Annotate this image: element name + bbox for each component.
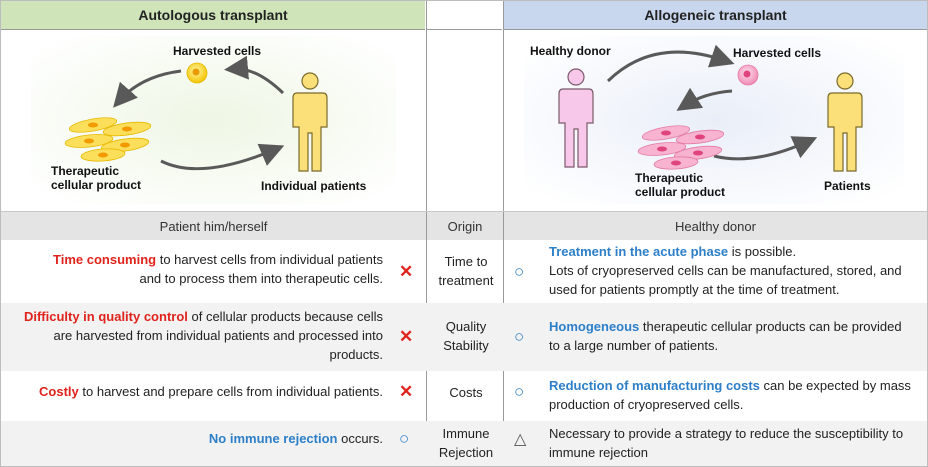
- therapeutic-cells-yellow-icon: [64, 117, 152, 162]
- middle-header: [427, 1, 502, 30]
- row2-criterion: Quality Stability: [429, 317, 503, 355]
- origin-label: Origin: [447, 218, 483, 234]
- autologous-therapeutic-label-2: cellular product: [51, 178, 142, 192]
- row4-right-line1: Necessary to provide a strategy to reduc…: [549, 426, 904, 441]
- autologous-patients-label: Individual patients: [261, 179, 367, 193]
- row4-right-line2: immune rejection: [549, 445, 648, 460]
- cross-mark-icon: ✕: [399, 382, 414, 401]
- row2-right-rest: therapeutic cellular products can be pro…: [639, 319, 902, 334]
- row3-left-rest: to harvest and prepare cells from indivi…: [78, 384, 383, 399]
- row4-criterion-line1: Immune: [442, 426, 490, 441]
- origin-row-left-bg: [1, 212, 426, 240]
- row3-right-highlight: Reduction of manufacturing costs: [549, 378, 760, 393]
- row1-right-text: Treatment in the acute phase is possible…: [549, 242, 924, 299]
- origin-right: Healthy donor: [675, 218, 756, 234]
- row4-criterion-line2: Rejection: [438, 445, 494, 460]
- row1-left-rest: to harvest cells from individual patient…: [156, 252, 383, 267]
- row2-left-rest: of cellular products because cells: [187, 309, 384, 324]
- row1-right-highlight: Treatment in the acute phase: [549, 244, 729, 259]
- autologous-header: Autologous transplant: [1, 1, 425, 30]
- cell-pink-icon: [737, 64, 759, 86]
- row1-criterion-line2: treatment: [438, 273, 494, 288]
- row3-right-text: Reduction of manufacturing costs can be …: [549, 376, 924, 414]
- autologous-harvested-label: Harvested cells: [173, 44, 262, 58]
- origin-row-right-bg: [504, 212, 927, 240]
- separator: [1, 211, 927, 212]
- allogeneic-therapeutic-label-2: cellular product: [635, 185, 726, 199]
- row2-right-highlight: Homogeneous: [549, 319, 640, 334]
- cross-mark-icon: ✕: [399, 262, 414, 281]
- circle-mark-icon: ○: [514, 327, 525, 346]
- allogeneic-harvested-label: Harvested cells: [733, 46, 822, 60]
- allogeneic-header: Allogeneic transplant: [504, 1, 927, 30]
- cross-mark-icon: ✕: [399, 327, 414, 346]
- row2-left-text: Difficulty in quality control of cellula…: [1, 307, 383, 364]
- row1-left-line2: and to process them into therapeutic cel…: [139, 271, 383, 286]
- column-divider-left: [426, 1, 427, 466]
- allogeneic-donor-label: Healthy donor: [530, 44, 611, 58]
- origin-row-mid-bg: [427, 212, 503, 240]
- row4-criterion: Immune Rejection: [429, 424, 503, 462]
- row3-left-text: Costly to harvest and prepare cells from…: [1, 382, 383, 401]
- row3-right-rest: can be expected by mass: [759, 378, 911, 393]
- row2-left-line3: products.: [329, 347, 383, 362]
- row4-left-text: No immune rejection occurs.: [1, 429, 383, 448]
- row2-right-line2: to a large number of patients.: [549, 338, 719, 353]
- row3-criterion: Costs: [429, 383, 503, 402]
- allogeneic-illustration: Healthy donor Harvested cells Therapeuti…: [504, 31, 927, 211]
- column-divider-right: [503, 1, 504, 466]
- person-pink-icon: [558, 68, 594, 168]
- row1-criterion-line1: Time to: [444, 254, 488, 269]
- autologous-therapeutic-label-1: Therapeutic: [51, 164, 120, 178]
- origin-left: Patient him/herself: [159, 218, 268, 234]
- cell-yellow-icon: [186, 62, 208, 84]
- autologous-illustration: Harvested cells Therapeutic cellular pro…: [1, 31, 425, 211]
- allogeneic-title: Allogeneic transplant: [644, 7, 787, 23]
- circle-mark-icon: ○: [514, 262, 525, 281]
- row1-right-line3: used for patients promptly at the time o…: [549, 282, 840, 297]
- autologous-title: Autologous transplant: [138, 7, 288, 23]
- row-costs: Costly to harvest and prepare cells from…: [1, 372, 927, 420]
- row4-right-text: Necessary to provide a strategy to reduc…: [549, 424, 924, 462]
- therapeutic-cells-pink-icon: [637, 125, 725, 170]
- row2-criterion-line1: Quality: [445, 319, 487, 334]
- allogeneic-patients-label: Patients: [824, 179, 871, 193]
- person-yellow-icon: [827, 72, 863, 172]
- row1-right-rest: is possible.: [728, 244, 797, 259]
- triangle-mark-icon: △: [514, 431, 527, 448]
- circle-mark-icon: ○: [514, 382, 525, 401]
- row4-left-highlight: No immune rejection: [208, 431, 338, 446]
- row-quality-stability: Difficulty in quality control of cellula…: [1, 303, 927, 371]
- row2-criterion-line2: Stability: [443, 338, 489, 353]
- person-yellow-icon: [292, 72, 328, 172]
- row1-right-line2: Lots of cryopreserved cells can be manuf…: [549, 263, 902, 278]
- row1-criterion: Time to treatment: [429, 252, 503, 290]
- circle-mark-icon: ○: [399, 429, 410, 448]
- row2-right-text: Homogeneous therapeutic cellular product…: [549, 317, 924, 355]
- row3-criterion-line1: Costs: [449, 385, 483, 400]
- row-immune-rejection: No immune rejection occurs. ○ Immune Rej…: [1, 421, 927, 466]
- row2-left-line2: are harvested from individual patients a…: [53, 328, 383, 343]
- row4-left-rest: occurs.: [337, 431, 383, 446]
- row2-left-highlight: Difficulty in quality control: [23, 309, 188, 324]
- row1-left-text: Time consuming to harvest cells from ind…: [1, 250, 383, 288]
- row3-left-highlight: Costly: [39, 384, 79, 399]
- row3-right-line2: production of cryopreserved cells.: [549, 397, 744, 412]
- row1-left-highlight: Time consuming: [53, 252, 157, 267]
- allogeneic-therapeutic-label-1: Therapeutic: [635, 171, 704, 185]
- row-time-to-treatment: Time consuming to harvest cells from ind…: [1, 241, 927, 302]
